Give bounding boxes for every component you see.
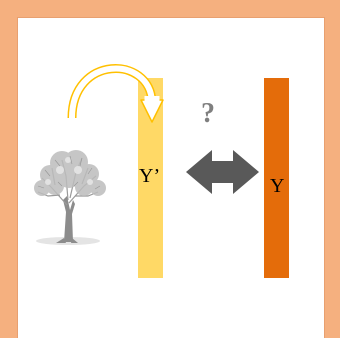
bar-y-prime-label: Y’ [139, 165, 161, 187]
bar-y-label: Y [270, 175, 285, 197]
question-mark: ? [201, 98, 215, 129]
bar-y [264, 78, 289, 278]
curved-arrow-icon [67, 64, 164, 123]
double-arrow-icon [186, 150, 259, 194]
tree-icon [34, 150, 106, 245]
